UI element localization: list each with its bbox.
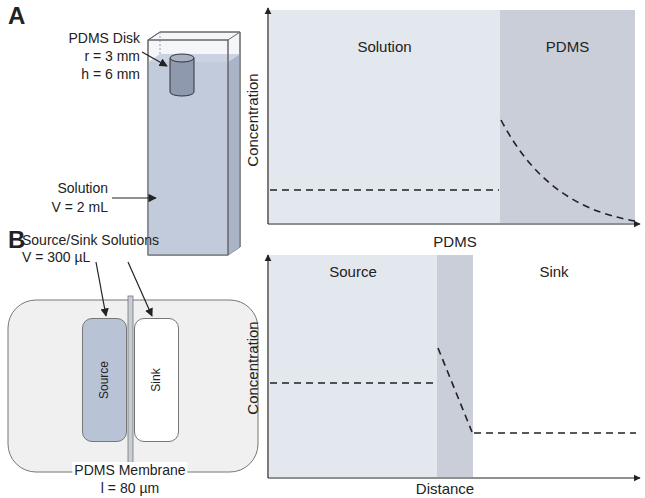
axis-title: Concentration <box>244 321 261 414</box>
solution-region: Solution <box>269 10 500 223</box>
dimension: h = 6 mm <box>81 66 140 82</box>
diffusion-device <box>8 262 258 478</box>
x-axis <box>268 477 640 478</box>
part-label: PDMS Membrane <box>72 462 187 478</box>
y-axis <box>267 255 268 478</box>
part-label: Source/Sink Solutions <box>22 232 159 248</box>
dimension: V = 2 mL <box>52 199 108 215</box>
panel-letter: A <box>8 2 25 30</box>
part-label: PDMS Disk <box>68 30 140 46</box>
dimension: l = 80 µm <box>101 480 159 496</box>
x-axis <box>268 223 640 224</box>
region-label: PDMS <box>433 233 476 250</box>
axis-title: Concentration <box>244 73 261 166</box>
decay-curve <box>501 120 635 221</box>
region-label: Sink <box>150 368 164 391</box>
y-axis <box>267 8 268 224</box>
sink-region: Sink <box>473 255 635 477</box>
part-label: Solution <box>57 180 108 196</box>
dimension: r = 3 mm <box>84 48 140 64</box>
axis-title: Distance <box>416 480 474 497</box>
cuvette <box>112 32 240 255</box>
region-label: Sink <box>539 263 568 280</box>
source-region: Source <box>269 255 437 477</box>
dimension: V = 300 µL <box>22 249 90 265</box>
pdms-region: PDMS <box>437 255 473 477</box>
region-label: PDMS <box>546 38 589 55</box>
sink-chamber: Sink <box>134 318 179 442</box>
region-label: Source <box>98 361 112 399</box>
region-label: Solution <box>357 38 411 55</box>
source-chamber: Source <box>82 318 127 442</box>
pdms-region: PDMS <box>500 10 635 223</box>
region-label: Source <box>329 263 377 280</box>
